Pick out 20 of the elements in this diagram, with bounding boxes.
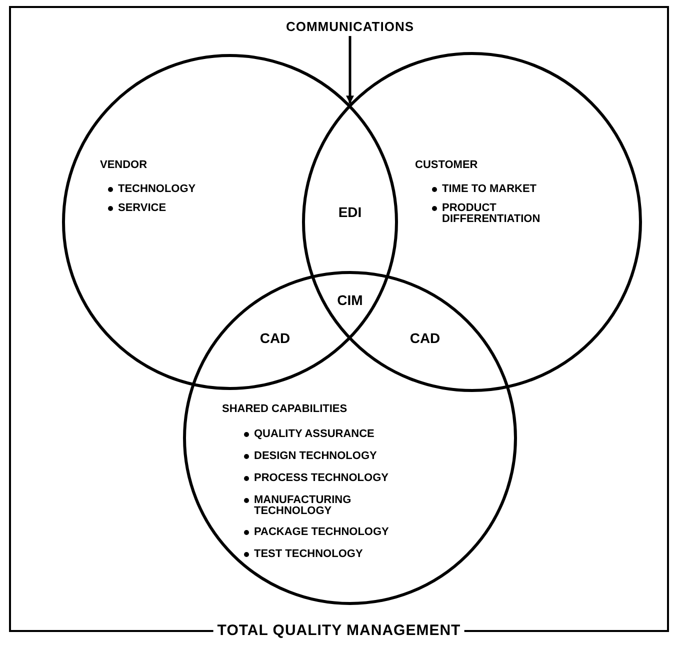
arrow [346,36,354,104]
heading: CUSTOMER [415,160,478,171]
bullet-item: TIME TO MARKET [442,184,538,195]
bullet-item: PROCESS TECHNOLOGY [254,473,390,484]
bullet-item: QUALITY ASSURANCE [254,429,376,440]
bullet-item: SERVICE [118,203,166,214]
frame-title: TOTAL QUALITY MANAGEMENT [213,623,465,639]
region-label: CAD [410,330,440,346]
heading: VENDOR [100,160,148,171]
bullet-item: MANUFACTURING TECHNOLOGY [254,495,352,517]
bullet-item: TECHNOLOGY [118,184,196,195]
bullet-item: DESIGN TECHNOLOGY [254,451,378,462]
region-label: CAD [260,330,290,346]
bullet-item: PRODUCT DIFFERENTIATION [442,203,542,225]
region-label: CIM [337,292,363,308]
region-label: EDI [338,204,362,220]
top-label: COMMUNICATIONS [286,18,414,36]
heading: SHARED CAPABILITIES [222,404,348,415]
bullet-item: PACKAGE TECHNOLOGY [254,527,390,538]
bullet-item: TEST TECHNOLOGY [254,549,364,560]
